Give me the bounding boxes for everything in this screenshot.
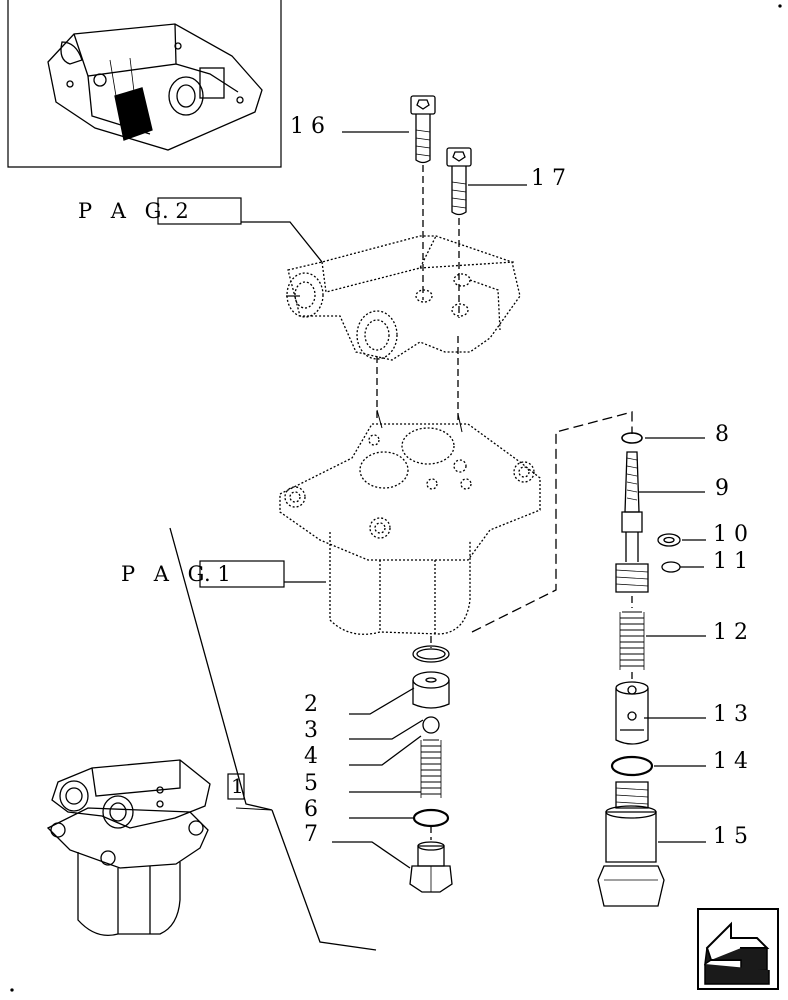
pag-1-prefix: P A G [121,562,211,586]
callout-11: 1 1 [713,549,748,574]
callout-3: 3 [304,718,318,743]
location-thumbnail [7,0,282,168]
callout-12: 1 2 [713,620,748,645]
callout-10: 1 0 [713,522,748,547]
callout-9: 9 [715,476,729,501]
kit-reference-view [46,527,377,951]
pag-2-number: . 2 [162,199,189,223]
back-arrow-icon [697,908,779,990]
bolt-17 [446,147,527,318]
callout-16: 1 6 [290,114,325,139]
pag-2-reference [157,197,323,263]
pag-1-reference [199,560,326,588]
pag-2-prefix: P A G [78,199,168,223]
callout-2: 2 [304,692,318,717]
callout-7: 7 [304,822,318,847]
callout-14: 1 4 [713,749,748,774]
callout-4: 4 [304,744,318,769]
bolt-16 [342,95,436,300]
kit-reference-number: 1 [231,774,244,798]
callout-17: 1 7 [531,166,566,191]
callout-13: 1 3 [713,702,748,727]
upper-valve-body [286,235,521,361]
callout-8: 8 [715,422,729,447]
callout-5: 5 [304,771,318,796]
callout-15: 1 5 [713,824,748,849]
back-navigation-button[interactable] [697,908,779,990]
right-parts-column [597,432,681,907]
lower-valve-body [279,423,541,635]
pag-1-number: . 1 [204,562,231,586]
left-parts-column [409,636,453,893]
callout-6: 6 [304,797,318,822]
